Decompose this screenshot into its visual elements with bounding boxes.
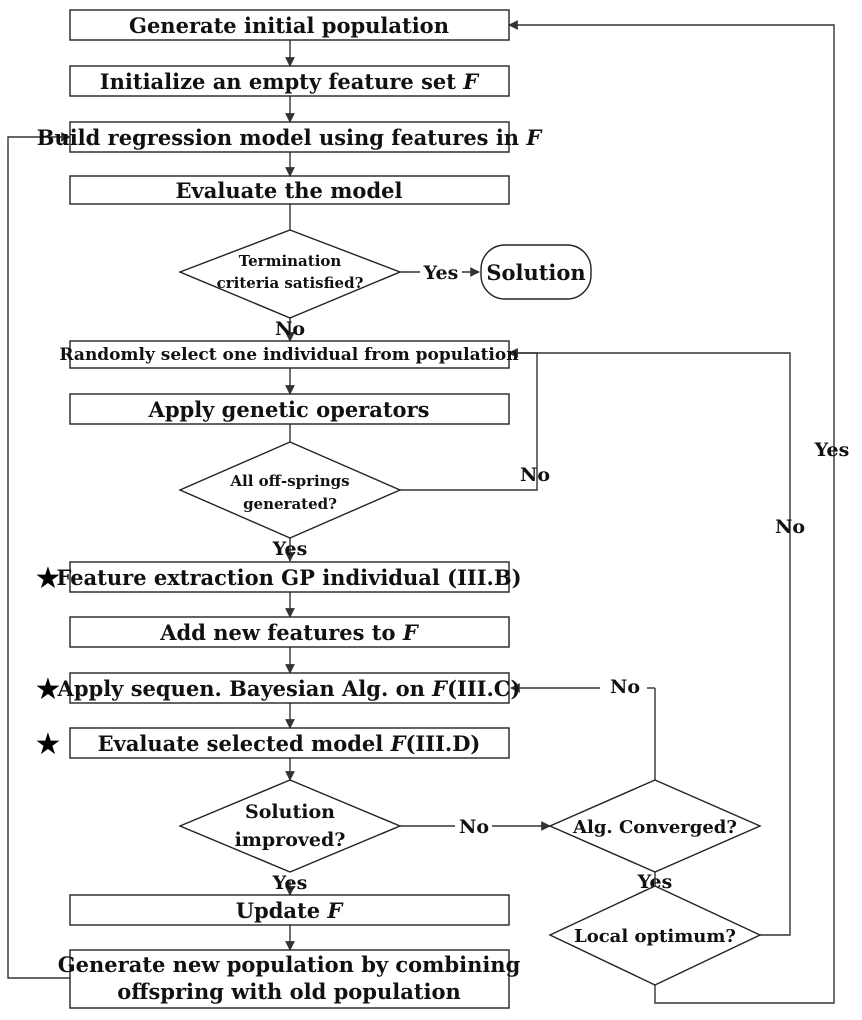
- step-evaluate-model: Evaluate the model: [69, 175, 510, 205]
- step-evaluate-model-label: Evaluate the model: [176, 178, 403, 203]
- step-generate-new-line2: offspring with old population: [117, 979, 461, 1004]
- step-apply-genetic: Apply genetic operators: [69, 393, 510, 425]
- edge-label-converged-yes: Yes: [637, 871, 673, 893]
- decision-improved: Solution improved?: [178, 779, 402, 873]
- step-feature-extraction-label: Feature extraction GP individual (III.B): [56, 565, 521, 590]
- terminal-solution-label: Solution: [486, 260, 585, 285]
- star-marker: ★: [35, 672, 62, 707]
- edge-label-termination-yes: Yes: [423, 262, 459, 284]
- edge-label-offsprings-yes: Yes: [272, 538, 308, 560]
- step-generate-new-line1: Generate new population by combining: [58, 952, 521, 977]
- decision-termination-line2: criteria satisfied?: [217, 274, 364, 292]
- step-build-regression-model: Build regression model using features in…: [37, 121, 544, 153]
- decision-termination-line1: Termination: [239, 252, 342, 270]
- step-apply-bayesian: ★ Apply sequen. Bayesian Alg. on F(III.C…: [35, 672, 521, 707]
- edge-label-improved-yes: Yes: [272, 872, 308, 894]
- edge-label-termination-no: No: [275, 318, 305, 340]
- decision-improved-line2: improved?: [235, 829, 346, 851]
- step-evaluate-selected: ★ Evaluate selected model F(III.D): [35, 727, 510, 762]
- decision-offsprings-line1: All off-springs: [229, 472, 349, 490]
- decision-converged-label: Alg. Converged?: [572, 817, 737, 838]
- step-update-label: Update F: [236, 898, 345, 923]
- step-apply-genetic-label: Apply genetic operators: [148, 397, 430, 422]
- edge-label-local-optimum-no: No: [775, 516, 805, 538]
- decision-converged: Alg. Converged?: [548, 779, 762, 873]
- step-generate-new-population: Generate new population by combining off…: [58, 949, 521, 1009]
- step-feature-extraction: ★ Feature extraction GP individual (III.…: [35, 561, 522, 596]
- step-add-features: Add new features to F: [69, 616, 510, 648]
- step-generate-initial: Generate initial population: [69, 9, 510, 41]
- edge-label-improved-no: No: [459, 816, 489, 838]
- step-randomly-select-label: Randomly select one individual from popu…: [59, 345, 518, 365]
- decision-local-optimum: Local optimum?: [548, 885, 762, 986]
- decision-local-optimum-label: Local optimum?: [574, 926, 736, 947]
- decision-termination: Termination criteria satisfied?: [178, 229, 402, 319]
- step-generate-initial-label: Generate initial population: [129, 13, 449, 38]
- terminal-solution: Solution: [480, 244, 592, 300]
- step-evaluate-selected-label: Evaluate selected model F(III.D): [98, 731, 481, 756]
- decision-offsprings-line2: generated?: [243, 495, 337, 513]
- step-add-features-label: Add new features to F: [159, 620, 420, 645]
- star-marker: ★: [35, 561, 62, 596]
- step-update-feature-set: Update F: [69, 894, 510, 926]
- star-marker: ★: [35, 727, 62, 762]
- connectors: [7, 20, 835, 1004]
- step-apply-bayesian-label: Apply sequen. Bayesian Alg. on F(III.C): [57, 676, 521, 701]
- decision-offsprings: All off-springs generated?: [178, 441, 402, 539]
- edge-label-converged-no: No: [610, 676, 640, 698]
- edge-label-local-optimum-yes: Yes: [814, 439, 850, 461]
- step-build-model-label: Build regression model using features in…: [37, 125, 544, 150]
- step-initialize-feature-set: Initialize an empty feature set F: [69, 65, 510, 97]
- step-initialize-label: Initialize an empty feature set F: [100, 69, 480, 94]
- step-randomly-select: Randomly select one individual from popu…: [59, 340, 519, 369]
- edge-label-offsprings-no: No: [520, 464, 550, 486]
- decision-improved-line1: Solution: [245, 801, 335, 823]
